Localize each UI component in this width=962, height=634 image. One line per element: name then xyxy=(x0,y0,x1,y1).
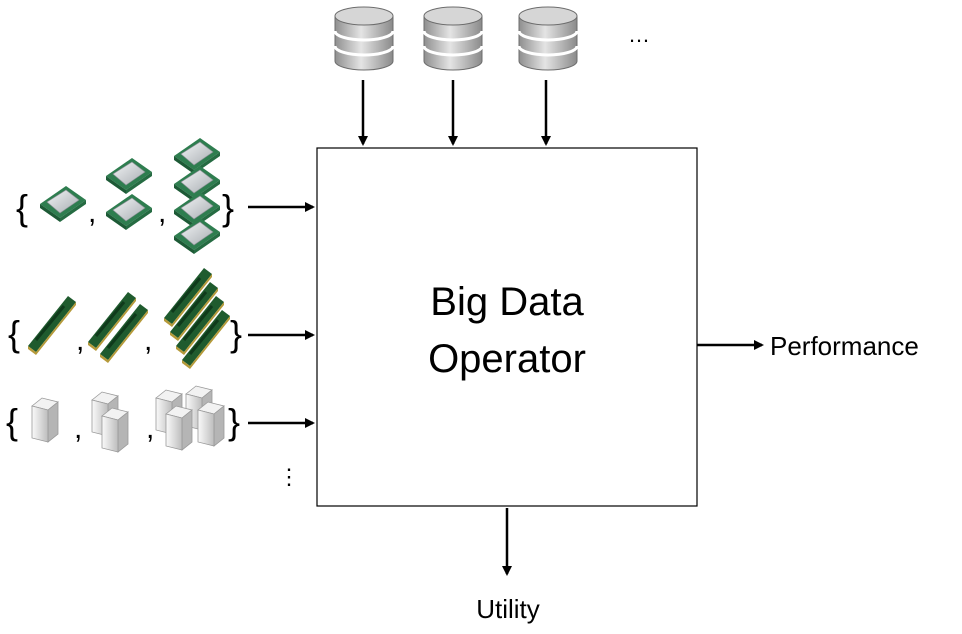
separator: , xyxy=(144,324,152,357)
cpu-chip-icon xyxy=(39,185,87,223)
separator: , xyxy=(146,412,154,445)
cpu-option-set: { , , } xyxy=(16,137,234,255)
cpu-chip-icon xyxy=(105,157,153,195)
server-icon xyxy=(31,397,59,443)
more-resources-ellipsis: ⋮ xyxy=(278,464,300,489)
database-icon xyxy=(422,5,484,72)
operator-title-line1: Big Data xyxy=(430,280,584,324)
performance-label: Performance xyxy=(770,331,919,361)
server-option-set: { , , } xyxy=(6,385,240,453)
operator-title-line2: Operator xyxy=(428,337,586,381)
separator: , xyxy=(88,196,96,229)
server-icon xyxy=(101,407,129,453)
brace-close: } xyxy=(230,313,242,354)
brace-open: { xyxy=(6,401,18,442)
ram-option-set: { , , } xyxy=(8,266,242,371)
separator: , xyxy=(74,412,82,445)
operator-box xyxy=(316,147,698,507)
database-icon xyxy=(333,5,395,72)
cpu-chip-icon xyxy=(105,193,153,231)
separator: , xyxy=(158,196,166,229)
brace-close: } xyxy=(228,401,240,442)
brace-open: { xyxy=(8,313,20,354)
database-icon xyxy=(517,5,579,72)
more-data-sources-ellipsis: … xyxy=(628,22,650,47)
separator: , xyxy=(76,324,84,357)
brace-close: } xyxy=(222,187,234,228)
utility-label: Utility xyxy=(476,594,540,624)
server-icon xyxy=(165,405,193,451)
server-icon xyxy=(197,401,225,447)
ram-module-icon xyxy=(26,294,78,357)
brace-open: { xyxy=(16,187,28,228)
cpu-chip-icon xyxy=(173,217,221,255)
